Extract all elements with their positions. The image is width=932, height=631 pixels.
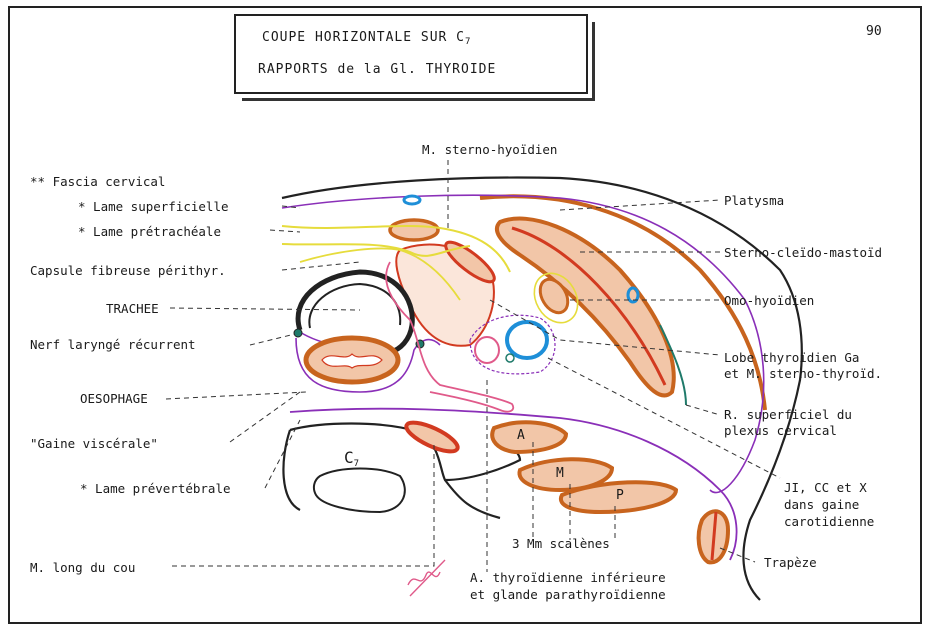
vagus-nerve	[506, 354, 514, 362]
label-artery-2: et glande parathyroïdienne	[470, 587, 666, 602]
label-long-du-cou: M. long du cou	[30, 560, 135, 575]
label-artery-1: A. thyroïdienne inférieure	[470, 570, 666, 585]
trachea-inner	[309, 284, 400, 328]
label-lobe-1: Lobe thyroïdien Ga	[724, 350, 859, 365]
label-scalene-m: M	[556, 466, 564, 481]
label-scalenes: 3 Mm scalènes	[512, 536, 610, 551]
leader-oesophage	[166, 392, 306, 399]
label-nerf-larynge: Nerf laryngé récurrent	[30, 337, 196, 352]
label-fascia-cervical: ** Fascia cervical	[30, 174, 165, 189]
label-r-superficiel-2: plexus cervical	[724, 423, 837, 438]
label-lobe-2: et M. sterno-thyroïd.	[724, 366, 882, 381]
recurrent-laryngeal-nerve-left	[294, 329, 302, 337]
internal-jugular-vein	[507, 322, 547, 358]
leader-rsup	[686, 405, 720, 415]
label-capsule: Capsule fibreuse périthyr.	[30, 263, 226, 278]
leader-trachee	[170, 308, 360, 310]
label-trachee: TRACHEE	[106, 301, 159, 316]
label-trapeze: Trapèze	[764, 555, 817, 570]
label-oesophage: OESOPHAGE	[80, 391, 148, 406]
leader-lines	[166, 160, 780, 572]
label-platysma: Platysma	[724, 193, 784, 208]
label-sterno-hyoidien: M. sterno-hyoïdien	[422, 142, 557, 157]
label-omo-hyoidien: Omo-hyoïdien	[724, 293, 814, 308]
label-sterno-cleido-mastoid: Sterno-cleïdo-mastoïd	[724, 245, 882, 260]
vertebra-c7	[283, 424, 520, 519]
common-carotid-artery	[475, 337, 499, 363]
anterior-jugular-vein	[404, 196, 420, 204]
label-r-superficiel-1: R. superficiel du	[724, 407, 852, 422]
leader-lame-pretracheale	[270, 230, 300, 232]
label-lame-prevertebrale: * Lame prévertébrale	[80, 481, 231, 496]
leader-long-du-cou	[172, 444, 434, 566]
leader-capsule	[282, 262, 360, 270]
label-lame-pretracheale: * Lame prétrachéale	[78, 224, 221, 239]
sterno-cleido-mastoid-muscle	[497, 219, 674, 396]
scalene-anterior	[492, 422, 566, 452]
vertebral-body	[314, 469, 405, 513]
label-jicc-1: JI, CC et X	[784, 480, 867, 495]
label-gaine-viscerale: "Gaine viscérale"	[30, 436, 158, 451]
leader-nerf	[250, 334, 295, 345]
label-jicc-3: carotidienne	[784, 514, 874, 529]
leader-prevertebrale	[265, 420, 300, 488]
label-lame-superficielle: * Lame superficielle	[78, 199, 229, 214]
label-jicc-2: dans gaine	[784, 497, 859, 512]
longus-colli-muscle	[403, 417, 461, 457]
sterno-hyoid-muscle	[390, 220, 438, 240]
label-c7: C7	[344, 450, 359, 472]
author-signature	[408, 560, 445, 596]
label-scalene-a: A	[517, 428, 525, 443]
label-scalene-p: P	[616, 488, 624, 503]
